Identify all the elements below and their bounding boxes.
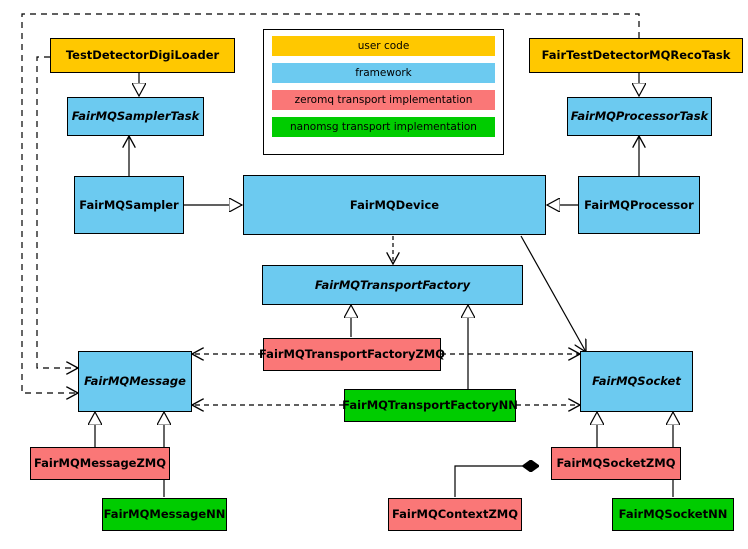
legend-item-nanomsg: nanomsg transport implementation [272,117,495,137]
node-fairmq-context-zmq[interactable]: FairMQContextZMQ [388,498,522,531]
node-fairmq-message-zmq[interactable]: FairMQMessageZMQ [30,447,170,480]
node-fairmq-device[interactable]: FairMQDevice [243,175,546,235]
legend-item-user-code: user code [272,36,495,56]
node-fairmq-sampler[interactable]: FairMQSampler [74,176,184,234]
edge-recotask-message [21,13,640,393]
node-fairmq-socket-zmq[interactable]: FairMQSocketZMQ [551,447,681,480]
edge-device-socket [520,235,586,352]
node-fairmq-message[interactable]: FairMQMessage [78,351,192,412]
node-fairmq-processor-task[interactable]: FairMQProcessorTask [567,97,712,136]
node-fairmq-transport-factory[interactable]: FairMQTransportFactory [262,265,523,305]
legend-item-framework: framework [272,63,495,83]
edge-digiloader-message [36,56,78,368]
node-fairmq-transport-factory-zmq[interactable]: FairMQTransportFactoryZMQ [259,338,445,371]
node-fairmq-socket[interactable]: FairMQSocket [580,351,693,412]
legend-item-zeromq: zeromq transport implementation [272,90,495,110]
node-fairmq-message-nn[interactable]: FairMQMessageNN [102,498,227,531]
node-fair-test-detector-mq-reco-task[interactable]: FairTestDetectorMQRecoTask [529,38,743,73]
node-fairmq-sampler-task[interactable]: FairMQSamplerTask [67,97,204,136]
node-test-detector-digi-loader[interactable]: TestDetectorDigiLoader [50,38,235,73]
node-fairmq-transport-factory-nn[interactable]: FairMQTransportFactoryNN [342,389,518,422]
edge-contextzmq-socketzmq [454,466,538,497]
legend-panel: user code framework zeromq transport imp… [263,29,504,155]
node-fairmq-socket-nn[interactable]: FairMQSocketNN [612,498,734,531]
node-fairmq-processor[interactable]: FairMQProcessor [578,176,700,234]
